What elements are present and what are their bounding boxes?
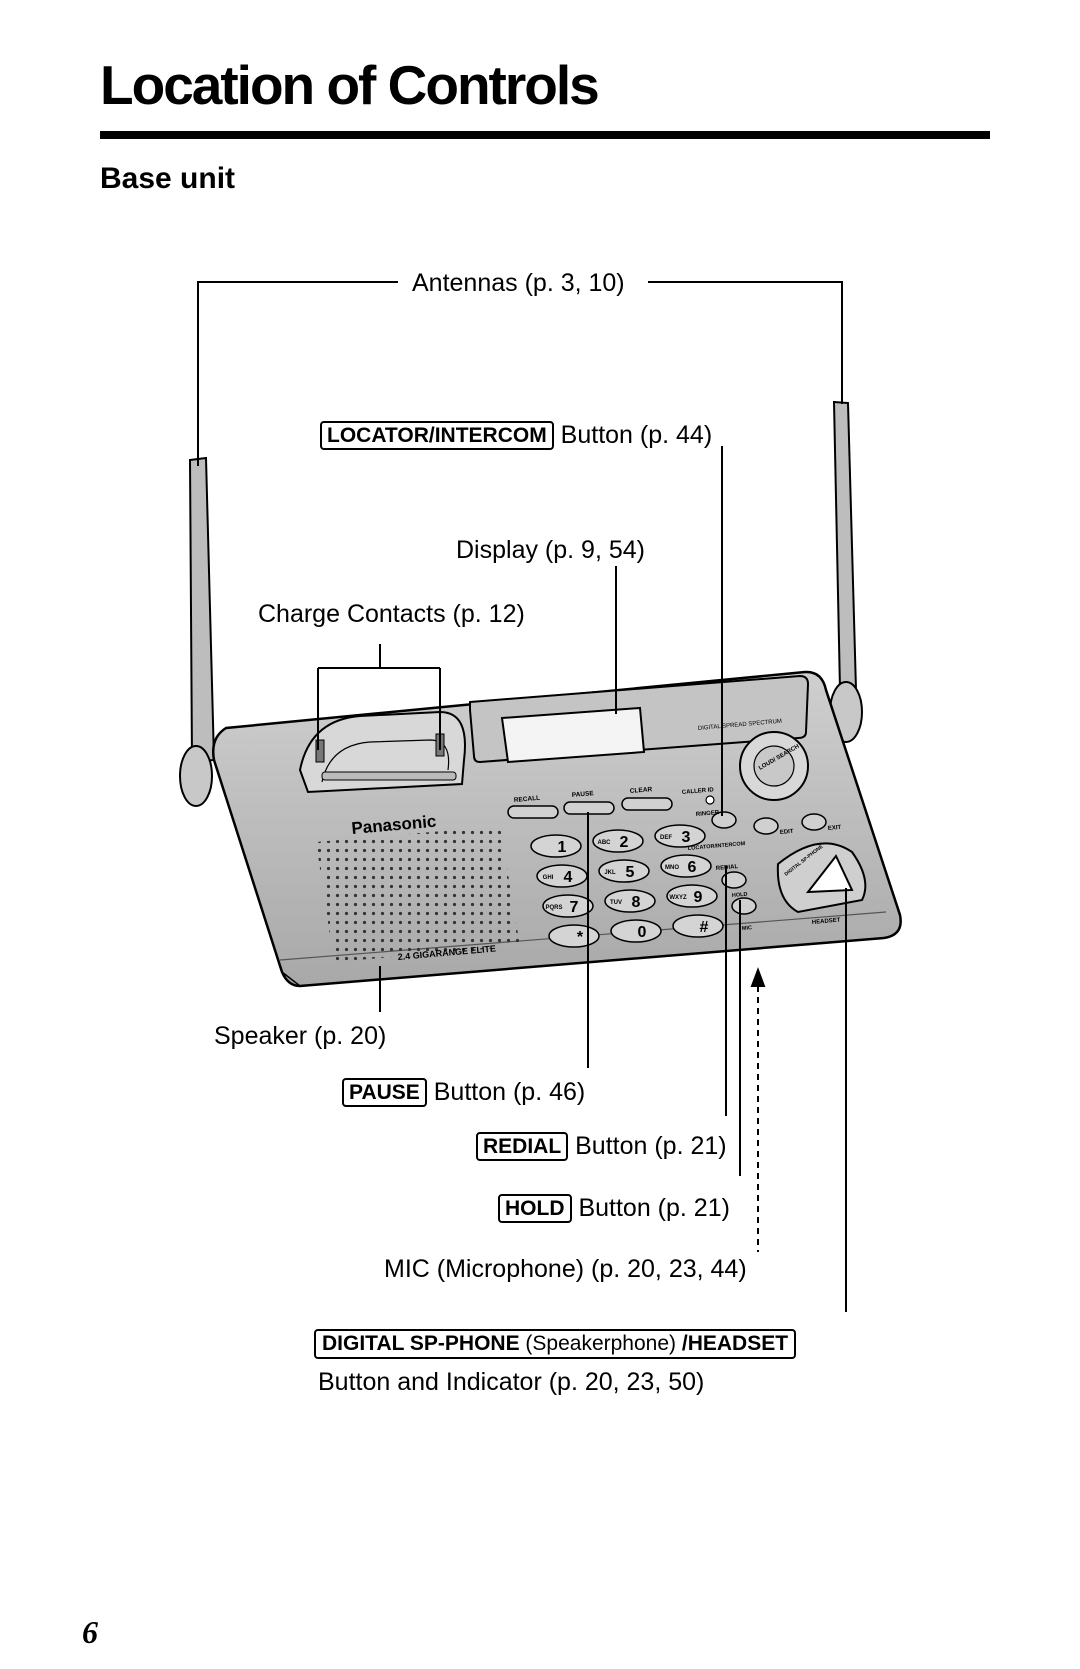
recall-label: RECALL — [514, 795, 541, 804]
antenna-left-leader — [197, 281, 398, 466]
pause-label: PAUSE — [572, 790, 595, 799]
keypad-key — [598, 859, 650, 883]
keypad-digit: 7 — [570, 899, 579, 916]
exit-label: EXIT — [828, 825, 842, 832]
keypad-letters: TUV — [610, 900, 622, 906]
page-number: 6 — [82, 1614, 98, 1650]
headset-device-label: HEADSET — [812, 917, 841, 926]
keypad-digit: 6 — [688, 859, 697, 876]
keypad-digit: # — [700, 919, 709, 936]
keypad-key — [672, 914, 724, 938]
keypad-letters: WXYZ — [669, 895, 687, 901]
speakerphone-button — [776, 842, 867, 914]
keypad-digit: 5 — [626, 864, 635, 881]
redial-key: REDIAL — [476, 1132, 569, 1161]
clear-label: CLEAR — [630, 786, 653, 795]
keypad: 1 2 ABC 3 DEF 4 GHI 5 JKL 6 MNO 7 PQRS 8 TUV 9 WXYZ * 0 # — [530, 824, 724, 948]
top-button-row — [507, 795, 715, 819]
title-rule — [100, 131, 990, 139]
locator-intercom-callout: LOCATOR/INTERCOM Button (p. 44) — [320, 421, 712, 450]
keypad-letters: PQRS — [545, 905, 562, 911]
keypad-key — [592, 829, 644, 853]
keypad-key — [654, 824, 706, 848]
keypad-letters: DEF — [660, 835, 672, 841]
keypad-letters: GHI — [543, 875, 554, 881]
keypad-key — [548, 924, 600, 948]
ringer-label: RINGER — [696, 810, 720, 818]
keypad-digit: * — [577, 929, 584, 946]
keypad-key — [610, 919, 662, 943]
right-buttons — [711, 811, 827, 915]
display-panel — [469, 674, 810, 764]
keypad-digit: 0 — [638, 924, 647, 941]
keypad-key — [530, 834, 582, 858]
digital-sp-phone-key: DIGITAL SP-PHONE (Speakerphone) /HEADSET — [314, 1329, 797, 1359]
hold-device-label: HOLD — [732, 892, 748, 899]
redial-device-label: REDIAL — [716, 864, 739, 872]
pause-callout: PAUSE Button (p. 46) — [342, 1078, 585, 1107]
keypad-key — [666, 884, 718, 908]
hold-text: Button (p. 21) — [578, 1194, 730, 1222]
antenna-right-leader — [648, 281, 843, 404]
right-antenna — [829, 400, 863, 743]
keypad-key — [604, 889, 656, 913]
section-subtitle: Base unit — [100, 162, 236, 195]
mic-label: MIC (Microphone) (p. 20, 23, 44) — [384, 1255, 747, 1283]
leader-lines — [197, 281, 847, 1312]
caller-id-label: CALLER ID — [682, 787, 715, 796]
locator-device-label: LOCATOR/INTERCOM — [688, 841, 746, 852]
hold-key: HOLD — [498, 1194, 572, 1223]
navigator-wheel — [739, 731, 809, 801]
edit-label: EDIT — [780, 829, 794, 836]
keypad-digit: 2 — [620, 834, 629, 851]
speaker-label: Speaker (p. 20) — [214, 1022, 387, 1050]
handset-cradle — [298, 710, 466, 794]
mic-device-label: MIC — [742, 925, 753, 932]
redial-text: Button (p. 21) — [575, 1132, 727, 1160]
keypad-digit: 8 — [632, 894, 641, 911]
page-title: Location of Controls — [100, 54, 600, 116]
locator-intercom-key: LOCATOR/INTERCOM — [320, 421, 554, 450]
pause-text: Button (p. 46) — [433, 1078, 586, 1106]
keypad-letters: MNO — [665, 865, 679, 871]
digital-key-part2: (Speakerphone) — [525, 1332, 677, 1355]
display-label: Display (p. 9, 54) — [456, 536, 645, 564]
redial-callout: REDIAL Button (p. 21) — [476, 1132, 727, 1161]
keypad-key — [660, 854, 712, 878]
keypad-digit: 3 — [682, 829, 691, 846]
keypad-digit: 9 — [694, 889, 703, 906]
digital-key-part1: DIGITAL SP-PHONE — [322, 1332, 520, 1355]
charge-contacts-leader — [317, 644, 441, 750]
keypad-letters: ABC — [598, 840, 612, 846]
digital-key-part3: /HEADSET — [681, 1332, 789, 1355]
charge-contacts-label: Charge Contacts (p. 12) — [258, 600, 525, 628]
keypad-letters: JKL — [604, 870, 616, 876]
digital-sp-phone-text: Button and Indicator (p. 20, 23, 50) — [318, 1368, 705, 1396]
keypad-digit: 1 — [558, 839, 567, 856]
mic-arrow — [750, 967, 766, 987]
left-antenna — [179, 456, 216, 807]
locator-intercom-text: Button (p. 44) — [560, 421, 713, 449]
keypad-key — [542, 894, 594, 918]
speaker-grille — [316, 826, 520, 962]
pause-key: PAUSE — [342, 1078, 427, 1107]
keypad-digit: 4 — [564, 869, 573, 886]
antennas-label: Antennas (p. 3, 10) — [412, 269, 625, 297]
hold-callout: HOLD Button (p. 21) — [498, 1194, 730, 1223]
